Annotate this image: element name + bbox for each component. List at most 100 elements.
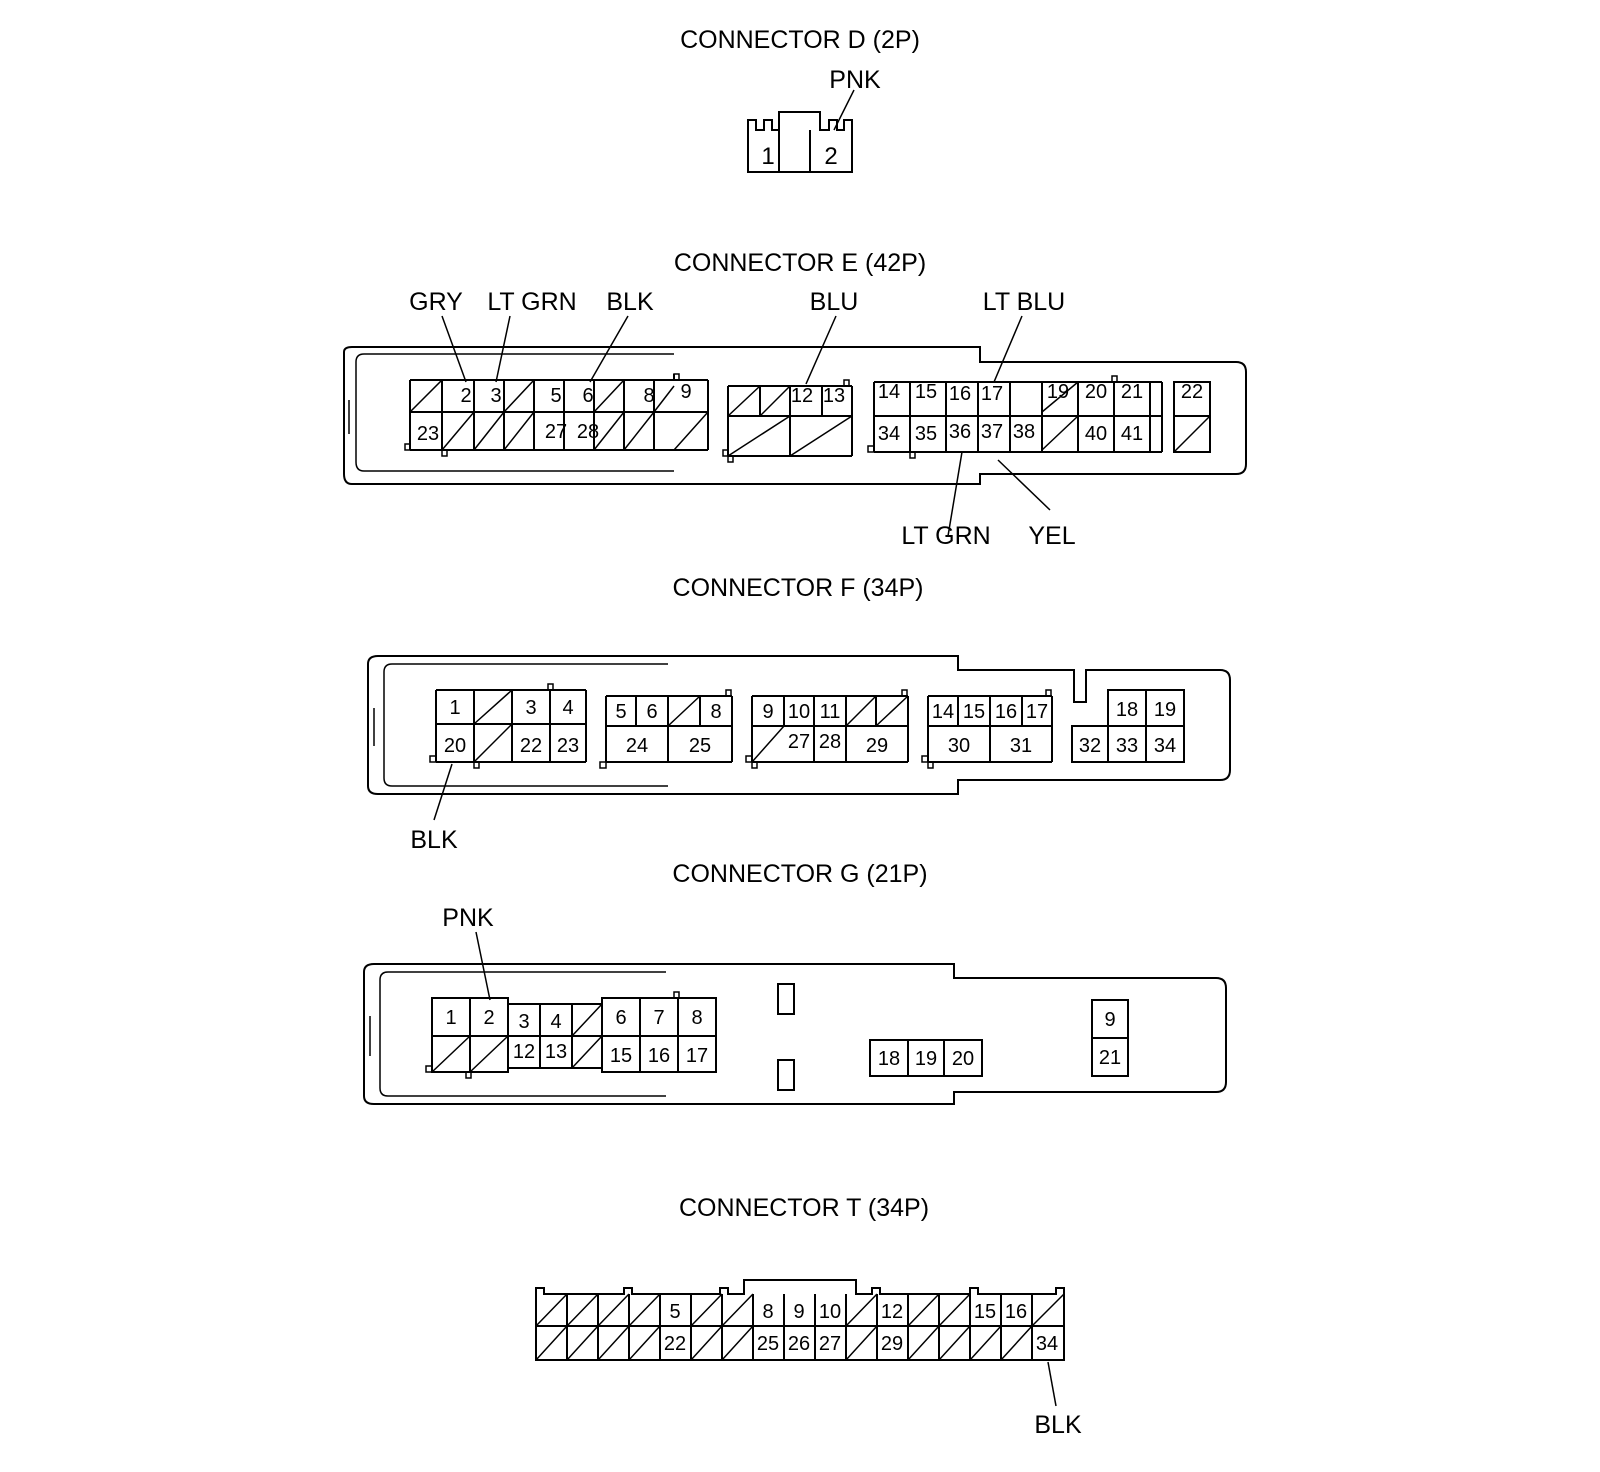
pin-number: 21 bbox=[1099, 1047, 1121, 1069]
wire-color-label: PNK bbox=[829, 66, 881, 94]
pin-number: 4 bbox=[562, 697, 573, 719]
pin-number: 40 bbox=[1085, 423, 1107, 445]
pin-number: 3 bbox=[525, 697, 536, 719]
connector-g-housing bbox=[363, 963, 1227, 1105]
pin-number: 38 bbox=[1013, 421, 1035, 443]
wire-color-label: BLU bbox=[810, 288, 859, 316]
connector-e-title: CONNECTOR E (42P) bbox=[674, 249, 926, 277]
connector-d-title: CONNECTOR D (2P) bbox=[680, 26, 920, 54]
connector-g-pin-labels: 1 2 3 4 6 7 8 12 13 15 16 17 18 19 20 9 … bbox=[445, 1007, 1121, 1070]
connector-f-pin-grid bbox=[429, 683, 1185, 769]
wire-color-label: BLK bbox=[606, 288, 654, 316]
pin-number: 5 bbox=[615, 701, 626, 723]
connector-d-housing bbox=[747, 111, 853, 173]
pin-number: 19 bbox=[1154, 699, 1176, 721]
pin-number: 16 bbox=[995, 701, 1017, 723]
pin-number: 18 bbox=[878, 1048, 900, 1070]
pin-number: 15 bbox=[963, 701, 985, 723]
pin-number: 28 bbox=[577, 421, 599, 443]
connector-t-pin-labels: 5 8 9 10 12 15 16 22 25 26 27 29 34 bbox=[664, 1301, 1058, 1355]
connector-f: CONNECTOR F (34P) 1 3 4 20 22 23 5 6 8 2… bbox=[367, 574, 1231, 854]
pin-number: 35 bbox=[915, 423, 937, 445]
pin-number: 5 bbox=[550, 385, 561, 407]
connector-t-wire-labels: BLK bbox=[1034, 1361, 1082, 1439]
pin-number: 13 bbox=[823, 385, 845, 407]
pin-number: 34 bbox=[878, 423, 900, 445]
pin-number: 29 bbox=[881, 1333, 903, 1355]
pin-number: 34 bbox=[1154, 735, 1176, 757]
connector-f-housing bbox=[367, 655, 1231, 795]
connector-g-pin-grid bbox=[425, 991, 1129, 1079]
pin-number: 12 bbox=[881, 1301, 903, 1323]
pin-number: 14 bbox=[878, 381, 900, 403]
wire-leader-line bbox=[833, 89, 855, 131]
pin-number: 9 bbox=[762, 701, 773, 723]
pin-number: 37 bbox=[981, 421, 1003, 443]
pin-number: 30 bbox=[948, 735, 970, 757]
connector-f-wire-labels: BLK bbox=[410, 763, 458, 854]
pin-number: 23 bbox=[557, 735, 579, 757]
pin-number: 5 bbox=[669, 1301, 680, 1323]
pin-number: 14 bbox=[932, 701, 954, 723]
pin-number: 12 bbox=[791, 385, 813, 407]
wire-color-label: PNK bbox=[442, 904, 494, 932]
pin-number: 17 bbox=[981, 383, 1003, 405]
pin-number: 6 bbox=[646, 701, 657, 723]
pin-number: 15 bbox=[610, 1045, 632, 1067]
pin-number: 16 bbox=[1005, 1301, 1027, 1323]
pin-number: 4 bbox=[550, 1011, 561, 1033]
connector-f-title: CONNECTOR F (34P) bbox=[673, 574, 924, 602]
connector-e-pin-grid bbox=[404, 373, 1211, 463]
pin-number: 9 bbox=[793, 1301, 804, 1323]
pin-number: 26 bbox=[788, 1333, 810, 1355]
pin-number: 41 bbox=[1121, 423, 1143, 445]
wire-color-label: BLK bbox=[1034, 1411, 1082, 1439]
connector-e: CONNECTOR E (42P) 2 3 5 6 8 9 12 13 14 1… bbox=[343, 249, 1247, 550]
pin-number: 8 bbox=[643, 385, 654, 407]
pin-number: 3 bbox=[490, 385, 501, 407]
pin-number: 16 bbox=[949, 383, 971, 405]
connector-e-housing bbox=[343, 346, 1247, 485]
pin-number: 15 bbox=[974, 1301, 996, 1323]
connector-t: CONNECTOR T (34P) 5 8 9 10 12 15 16 22 2… bbox=[535, 1194, 1082, 1439]
wire-color-label: LT BLU bbox=[983, 288, 1065, 316]
pin-number: 8 bbox=[710, 701, 721, 723]
connector-e-wire-labels: GRY LT GRN BLK BLU LT BLU LT GRN YEL bbox=[409, 288, 1076, 550]
pin-number: 16 bbox=[648, 1045, 670, 1067]
pin-number: 23 bbox=[417, 423, 439, 445]
pin-number: 36 bbox=[949, 421, 971, 443]
wire-color-label: BLK bbox=[410, 826, 458, 854]
connector-d: CONNECTOR D (2P) 1 2 PNK bbox=[680, 26, 920, 173]
housing-slot bbox=[777, 983, 795, 1091]
pin-number: 22 bbox=[520, 735, 542, 757]
pin-number: 18 bbox=[1116, 699, 1138, 721]
pin-number: 15 bbox=[915, 381, 937, 403]
wire-color-label: YEL bbox=[1028, 522, 1075, 550]
wire-color-label: LT GRN bbox=[487, 288, 576, 316]
pin-number: 2 bbox=[824, 143, 837, 170]
pin-number: 21 bbox=[1121, 381, 1143, 403]
pin-number: 34 bbox=[1036, 1333, 1058, 1355]
pin-number: 25 bbox=[689, 735, 711, 757]
pin-number: 20 bbox=[952, 1048, 974, 1070]
pin-number: 28 bbox=[819, 731, 841, 753]
wire-color-label: GRY bbox=[409, 288, 463, 316]
housing-inner-wall bbox=[383, 663, 668, 787]
connector-t-title: CONNECTOR T (34P) bbox=[679, 1194, 929, 1222]
pin-number: 10 bbox=[788, 701, 810, 723]
pin-number: 9 bbox=[680, 381, 691, 403]
pin-number: 22 bbox=[1181, 381, 1203, 403]
pin-number: 27 bbox=[819, 1333, 841, 1355]
connector-f-pin-labels: 1 3 4 20 22 23 5 6 8 24 25 9 10 11 27 28… bbox=[444, 697, 1176, 757]
pin-number: 1 bbox=[449, 697, 460, 719]
housing-inner-wall bbox=[355, 353, 674, 472]
pin-number: 20 bbox=[444, 735, 466, 757]
pin-number: 32 bbox=[1079, 735, 1101, 757]
pin-number: 19 bbox=[1047, 381, 1069, 403]
pin-number: 8 bbox=[762, 1301, 773, 1323]
pin-number: 27 bbox=[788, 731, 810, 753]
pin-number: 6 bbox=[615, 1007, 626, 1029]
pin-number: 20 bbox=[1085, 381, 1107, 403]
pin-number: 24 bbox=[626, 735, 648, 757]
